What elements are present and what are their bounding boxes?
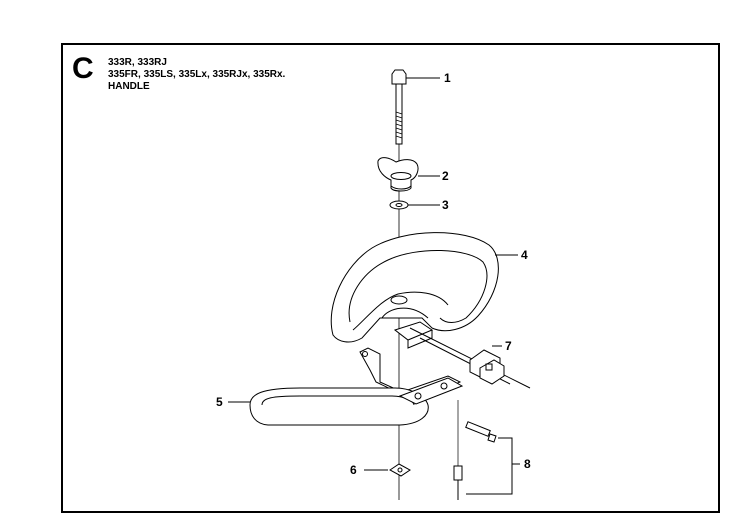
shaft [409,327,531,389]
part-5-lower-handle-bar [249,377,464,426]
part-6-square-nut [389,463,411,477]
callout-5: 5 [216,395,223,409]
callout-8: 8 [524,457,531,471]
models-line-1: 333R, 333RJ [108,57,167,68]
part-8-screws [453,400,497,500]
callout-7: 7 [505,339,512,353]
part-2-wing-knob [377,157,419,192]
callout-6: 6 [350,463,357,477]
part-3-washer [389,200,409,210]
part-4-handle-loop [330,232,499,343]
diagram-title: 333R, 333RJ 335FR, 335LS, 335Lx, 335RJx,… [108,57,285,93]
leader-8 [466,437,513,495]
assembly-name: HANDLE [108,81,150,92]
section-letter: C [72,52,94,85]
callout-2: 2 [442,169,449,183]
part-1-bolt [391,69,407,145]
callout-3: 3 [442,198,449,212]
exploded-parts-drawing [228,69,531,500]
part-7-switch-block [469,349,505,385]
callout-1: 1 [444,71,451,85]
callout-4: 4 [521,248,528,262]
models-line-2: 335FR, 335LS, 335Lx, 335RJx, 335Rx. [108,69,286,80]
